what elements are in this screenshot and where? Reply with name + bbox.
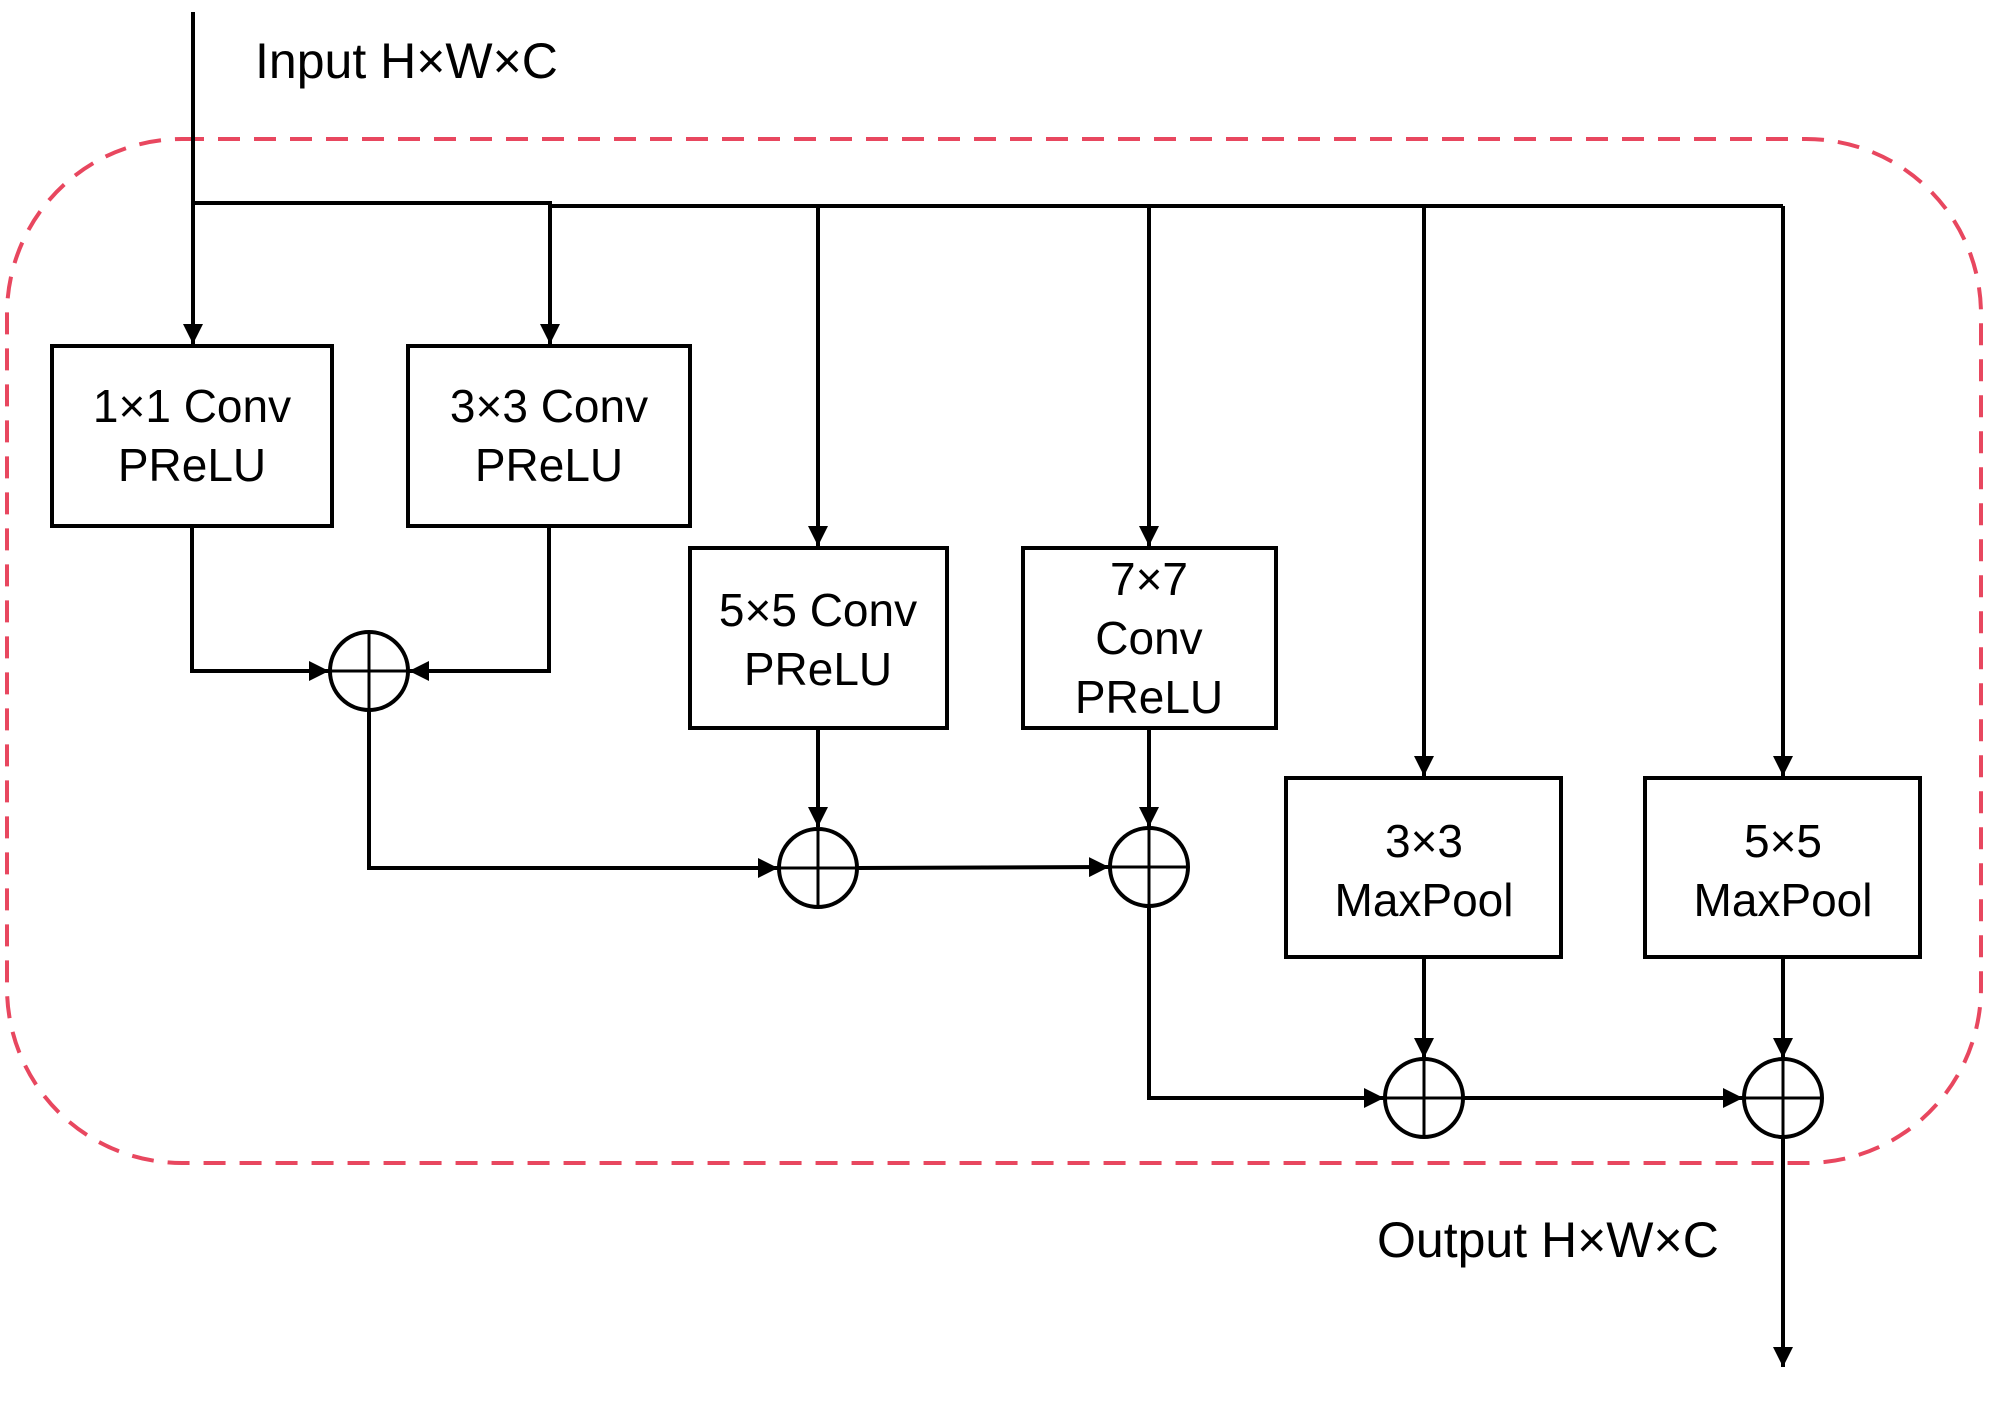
node-conv5-line-1: 5×5 Conv [719,584,917,636]
node-conv7-line-3: PReLU [1075,671,1223,723]
node-maxpool3: 3×3 MaxPool [1284,776,1563,959]
node-maxpool5-line-1: 5×5 [1744,815,1822,867]
module-boundary [5,137,1983,1165]
edge-sum1-sum2 [367,709,778,878]
node-maxpool3-line-1: 3×3 [1385,815,1463,867]
node-conv1-line-2: PReLU [118,439,266,491]
sum3-icon [1108,826,1190,908]
edge-conv3-sum1 [409,526,551,681]
node-maxpool3-line-2: MaxPool [1335,874,1514,926]
sum2-icon [777,827,859,909]
sum1-icon [328,630,410,712]
node-conv5-line-2: PReLU [744,643,892,695]
node-maxpool5-line-2: MaxPool [1694,874,1873,926]
node-conv1: 1×1 Conv PReLU [50,344,334,528]
edge-conv1-sum1 [190,526,329,681]
output-label: Output H×W×C [1377,1212,1719,1268]
node-conv5: 5×5 Conv PReLU [688,546,949,730]
node-conv3-line-2: PReLU [475,439,623,491]
sum5-icon [1742,1057,1824,1139]
input-bus [193,201,1783,208]
node-conv3-line-1: 3×3 Conv [450,380,648,432]
sum4-icon [1383,1057,1465,1139]
node-conv3: 3×3 Conv PReLU [406,344,692,528]
node-conv1-line-1: 1×1 Conv [93,380,291,432]
node-conv7-line-2: Conv [1095,612,1202,664]
node-conv7: 7×7 Conv PReLU [1021,546,1278,730]
edge-sum2-sum3 [857,857,1110,878]
input-label: Input H×W×C [255,33,558,89]
node-conv7-line-1: 7×7 [1110,553,1188,605]
edge-sum3-sum4 [1147,907,1384,1108]
node-maxpool5: 5×5 MaxPool [1643,776,1922,959]
